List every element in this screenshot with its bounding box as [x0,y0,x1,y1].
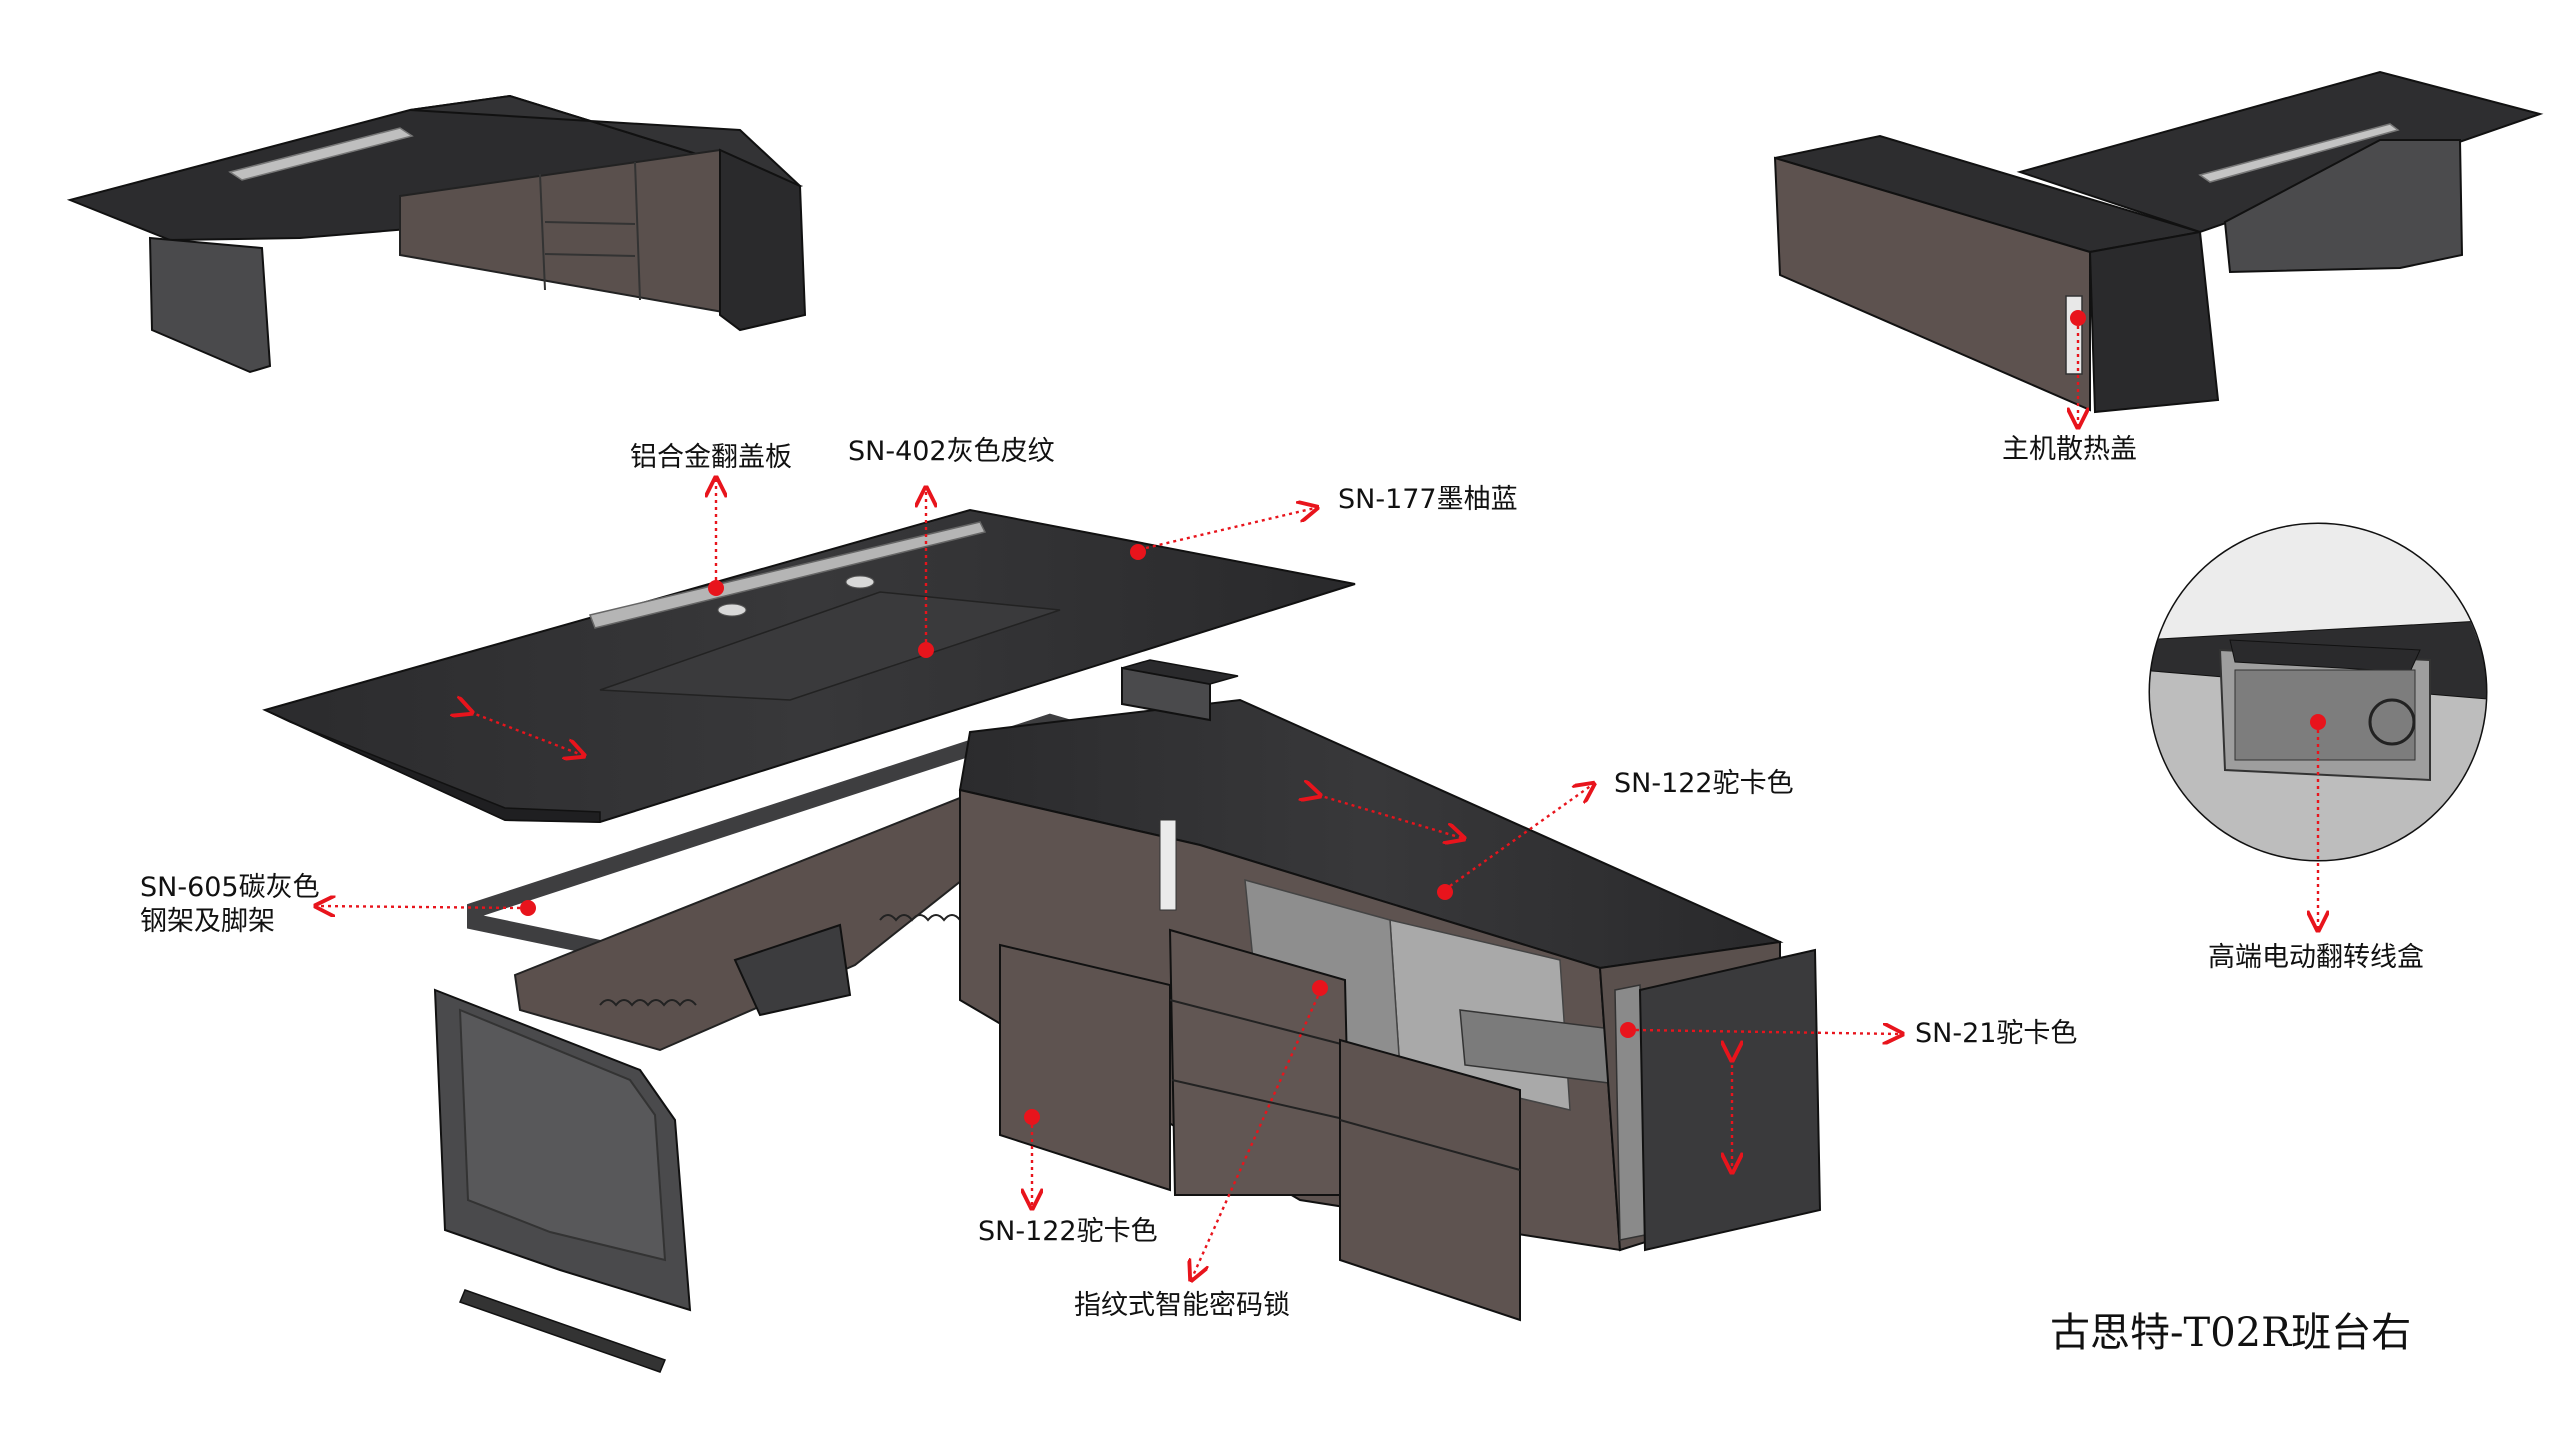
diagram-title: 古思特-T02R班台右 [2050,1310,2412,1356]
label-aluminum-flip-cover: 铝合金翻盖板 [630,442,792,473]
marker-mocha-door [1024,1109,1040,1125]
marker-lock [1312,980,1328,996]
marker-steel-frame [520,900,536,916]
side-leg-panel [433,988,692,1373]
label-steel-frame-line2: 钢架及脚架 [140,906,275,937]
marker-mocha-top [1437,884,1453,900]
marker-vent [2070,310,2086,326]
label-steel-frame-line1: SN-605碳灰色 [140,872,320,903]
label-fingerprint-lock: 指纹式智能密码锁 [1074,1290,1290,1321]
marker-leather [918,642,934,658]
marker-flip-cover [708,580,724,596]
assembled-desk-front-view [66,94,807,374]
label-leather-gray: SN-402灰色皮纹 [848,436,1055,467]
label-ink-blue: SN-177墨柚蓝 [1338,484,1518,515]
marker-wire-box [2310,714,2326,730]
label-mocha-door: SN-122驼卡色 [978,1216,1158,1247]
marker-mocha-side [1620,1022,1636,1038]
label-host-vent-cover: 主机散热盖 [2002,434,2137,465]
label-mocha-top: SN-122驼卡色 [1614,768,1794,799]
movement-arrows [470,712,1732,1170]
callout-markers [520,310,2326,1125]
label-mocha-side: SN-21驼卡色 [1915,1018,2078,1049]
marker-ink-blue [1130,544,1146,560]
label-wire-box: 高端电动翻转线盒 [2208,942,2424,973]
leader-lines [318,326,2318,1278]
wire-box-exploded [1121,659,1239,722]
assembled-desk-rear-view [1773,70,2544,414]
wire-box-detail-circle [2148,522,2488,862]
